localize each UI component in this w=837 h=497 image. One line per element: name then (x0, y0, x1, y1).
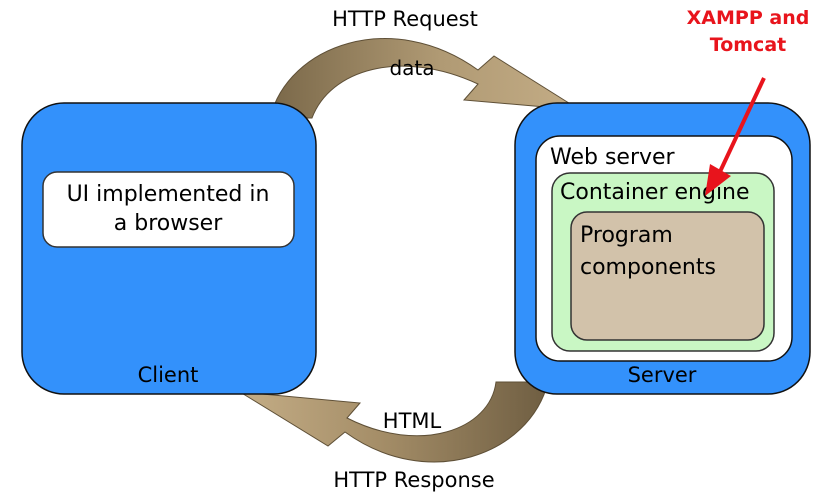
http-response-label: HTTP Response (333, 468, 494, 492)
callout-line1: XAMPP and (687, 7, 810, 29)
callout-arrow-shaft (716, 77, 766, 177)
response-data-label: HTML (383, 409, 442, 433)
program-components-line1: Program (580, 223, 673, 248)
http-response-arrow (239, 381, 549, 463)
http-request-arrow (269, 38, 581, 119)
browser-ui-label-line2: a browser (114, 211, 223, 236)
client-box (21, 102, 317, 395)
callout-line2: Tomcat (710, 34, 786, 56)
request-data-label: data (389, 56, 434, 80)
web-server-label: Web server (550, 145, 676, 170)
container-engine-label: Container engine (560, 180, 750, 205)
callout-arrow-head-icon (705, 164, 731, 196)
server-label: Server (628, 363, 697, 387)
browser-ui-box (42, 171, 295, 248)
browser-ui-label-line1: UI implemented in (67, 182, 270, 207)
client-label: Client (138, 363, 199, 387)
program-components-line2: components (580, 255, 716, 280)
http-request-label: HTTP Request (332, 7, 478, 31)
program-components-box (570, 211, 765, 341)
